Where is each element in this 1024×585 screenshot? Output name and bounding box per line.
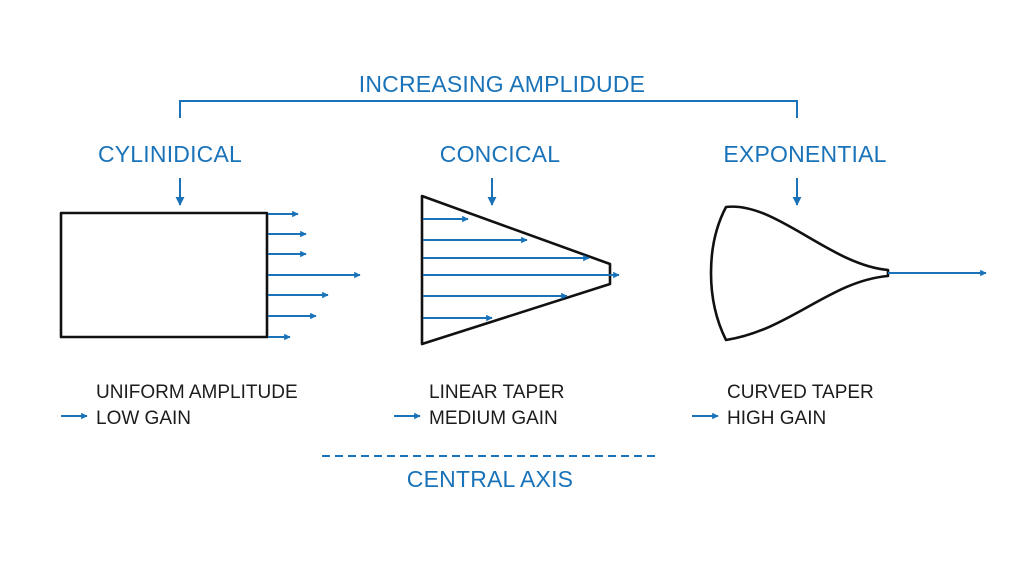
cylindrical-gain: LOW GAIN — [96, 408, 191, 429]
conical-gain: MEDIUM GAIN — [429, 408, 558, 429]
exponential-description: CURVED TAPER — [727, 382, 874, 403]
conical-horn-shape — [420, 194, 612, 346]
cylindrical-description: UNIFORM AMPLITUDE — [96, 382, 298, 403]
exponential-horn-shape — [709, 205, 890, 342]
diagram-title: INCREASING AMPLIDUDE — [359, 71, 645, 97]
central-axis-label: CENTRAL AXIS — [407, 466, 573, 492]
exponential-gain: HIGH GAIN — [727, 408, 826, 429]
conical-label: CONCICAL — [440, 141, 560, 167]
amplitude-bracket — [179, 100, 798, 118]
exponential-label: EXPONENTIAL — [723, 141, 886, 167]
cylindrical-amplitude-arrows — [268, 210, 361, 341]
conical-description: LINEAR TAPER — [429, 382, 565, 403]
conical-amplitude-arrows — [423, 215, 620, 322]
cylindrical-horn-shape — [59, 211, 269, 339]
cylindrical-label: CYLINIDICAL — [98, 141, 242, 167]
